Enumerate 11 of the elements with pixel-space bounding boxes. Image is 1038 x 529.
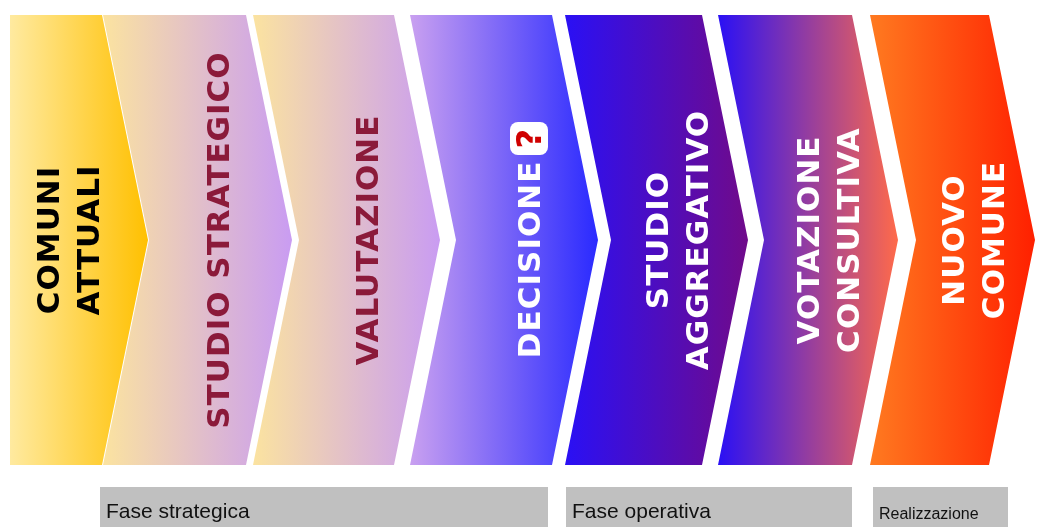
stage-label: NUOVO COMUNE xyxy=(933,159,1012,322)
phase-bar: Fase strategica xyxy=(100,487,548,527)
stage-label: STUDIO STRATEGICO xyxy=(198,51,237,429)
stage-label: VOTAZIONE CONSULTIVA xyxy=(789,126,867,355)
stage-label: VALUTAZIONE xyxy=(347,114,386,366)
phase-bar: Realizzazione xyxy=(873,487,1008,527)
phase-bar: Fase operativa xyxy=(566,487,852,527)
question-mark: ? xyxy=(510,121,548,155)
stage-label: COMUNI ATTUALI xyxy=(28,163,107,318)
stage-label: STUDIO AGGREGATIVO xyxy=(637,108,716,373)
stage-label: DECISIONE xyxy=(510,160,548,359)
